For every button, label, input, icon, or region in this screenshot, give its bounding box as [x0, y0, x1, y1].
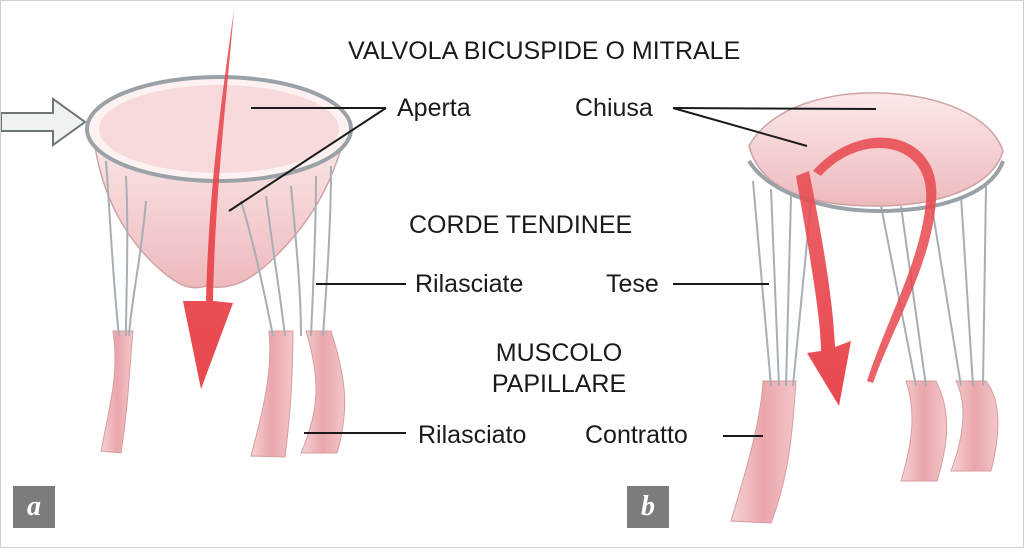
label-rilasciato: Rilasciato — [418, 421, 527, 449]
leader-aperta-2 — [228, 107, 387, 212]
papillary-muscle-left-a — [100, 330, 134, 454]
blood-flow-arrow-b — [796, 171, 851, 406]
leader-chiusa-1 — [672, 107, 877, 110]
chordae-tendineae-b — [752, 180, 987, 387]
papillary-muscle-left-b — [730, 380, 797, 524]
label-contratto: Contratto — [585, 421, 688, 449]
label-muscolo: MUSCOLO — [495, 339, 623, 367]
blood-flow-arrow-a — [183, 9, 234, 389]
label-papillare: PAPILLARE — [491, 370, 627, 398]
papillary-muscle-right-b — [950, 380, 999, 472]
papillary-muscle-right-a — [300, 330, 346, 454]
blood-flow-loop-b — [813, 137, 937, 383]
label-tese: Tese — [606, 270, 659, 298]
papillary-muscle-mid-a — [250, 330, 294, 458]
closed-valve-illustration — [730, 92, 1005, 524]
chordae-tendineae-a — [105, 160, 332, 337]
leader-chiusa-2 — [672, 107, 808, 147]
annulus-ring-b — [747, 159, 1005, 214]
panel-badge-a: a — [13, 486, 55, 528]
label-aperta: Aperta — [397, 94, 471, 122]
figure-title: VALVOLA BICUSPIDE O MITRALE — [348, 37, 741, 65]
panel-badge-b: b — [627, 486, 669, 528]
open-valve-illustration — [1, 9, 353, 458]
label-corde-tendinee: CORDE TENDINEE — [409, 211, 633, 239]
papillary-muscle-mid-b — [900, 380, 948, 482]
closed-leaflets-b — [748, 92, 1004, 207]
leader-lines — [228, 107, 877, 437]
label-chiusa: Chiusa — [575, 94, 653, 122]
inflow-arrow — [1, 97, 87, 147]
label-rilasciate: Rilasciate — [415, 270, 524, 298]
